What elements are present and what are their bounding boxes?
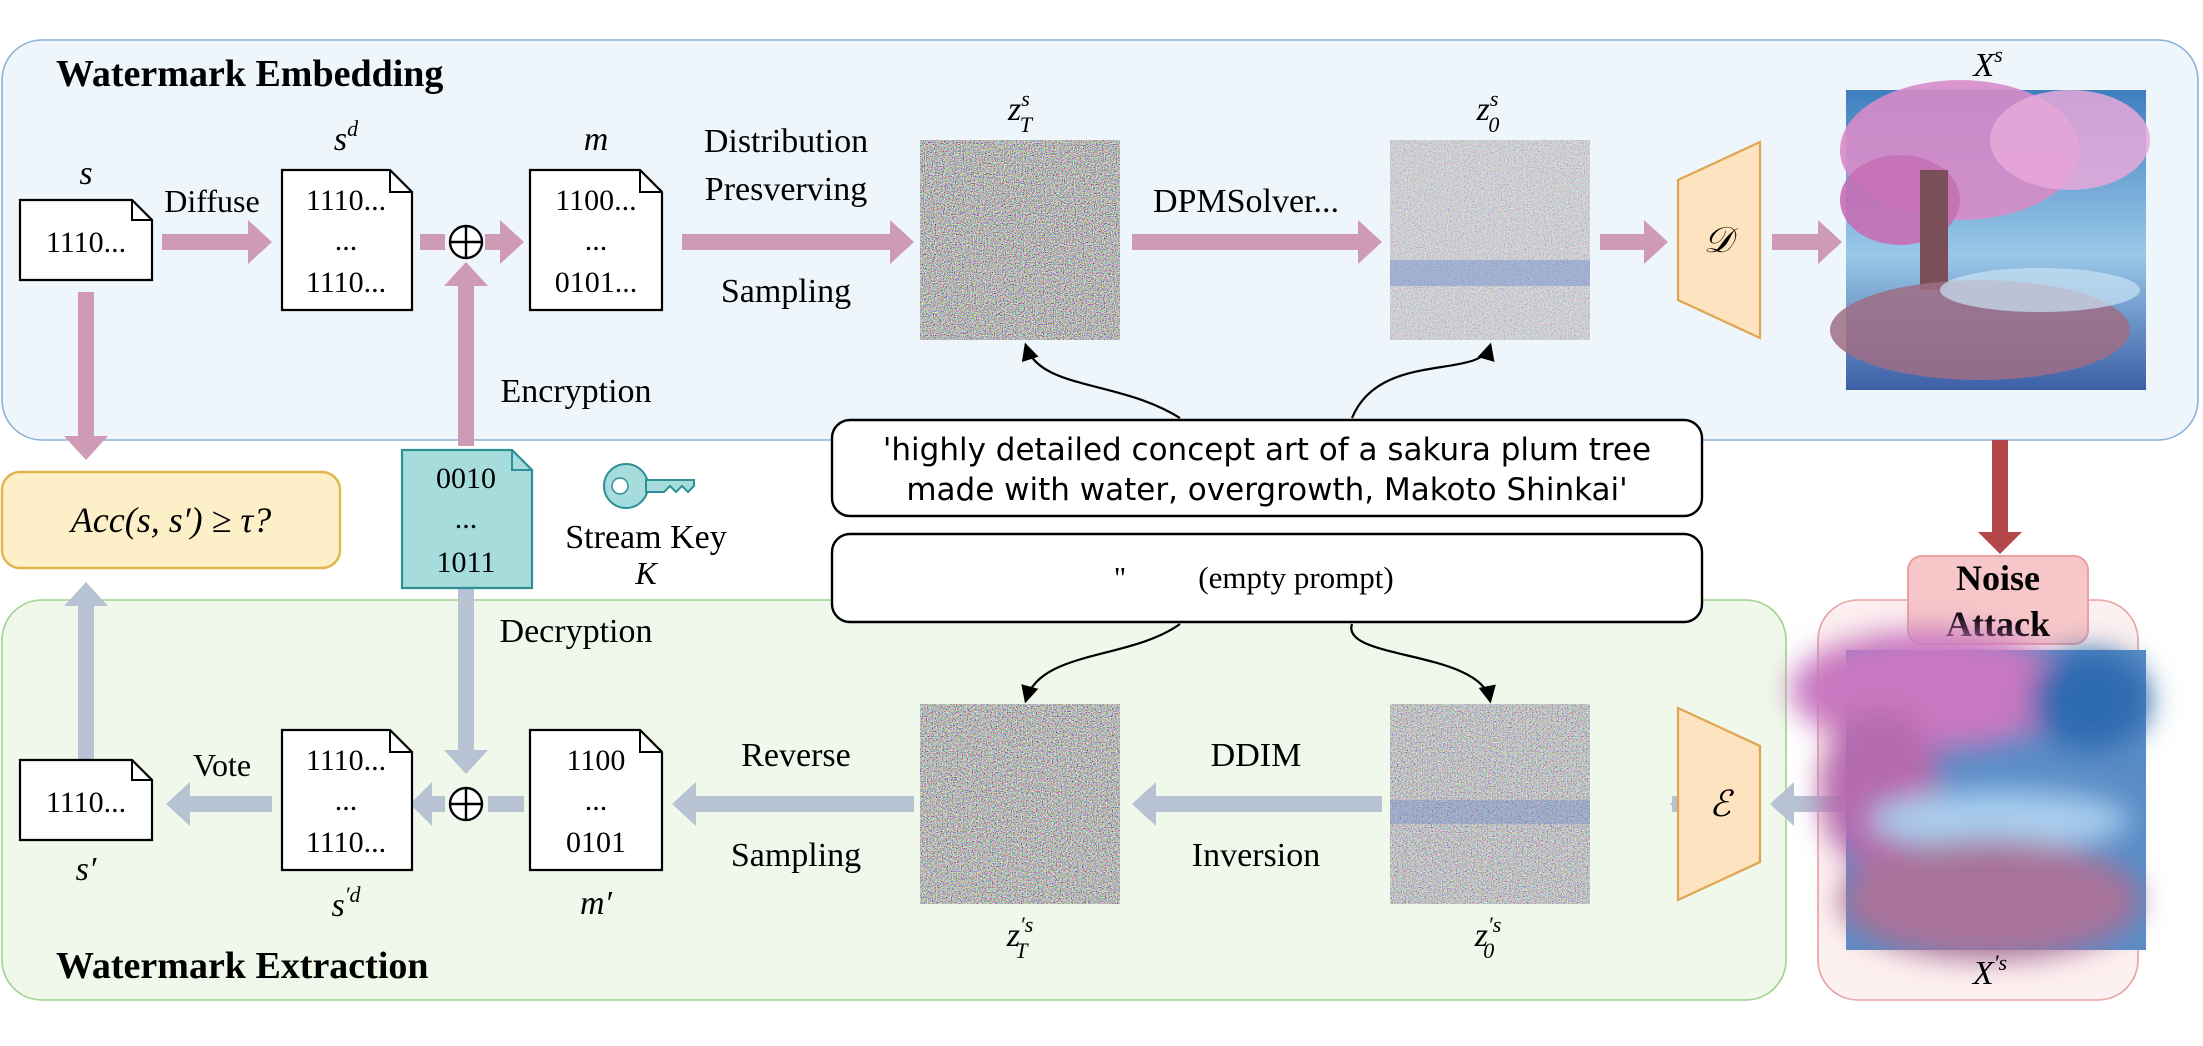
m-line-3: 0101... [555,266,638,299]
stream-key-document: 0010 ... 1011 [400,448,534,590]
encoder-block: ℰ [1676,706,1762,902]
key-line-2: ... [455,502,478,535]
mp-label: m′ [580,885,613,922]
prompt-arrow-to-z0p [1350,623,1496,704]
sdp-document: 1110... ... 1110... [280,728,414,872]
reverse-line-2: Sampling [731,837,861,874]
s-label: s [79,155,92,192]
prompt-arrow-to-zT [1021,342,1181,419]
encryption-label: Encryption [500,373,651,410]
sd-line-3: 1110... [306,266,386,299]
key-k-label: K [634,555,658,591]
arrow-image-to-encoder [1770,782,1842,826]
sdp-line-1: 1110... [306,744,386,777]
sd-label: sd [334,116,359,158]
mp-line-3: 0101 [566,826,626,859]
noise-attack-line-1: Noise [1956,558,2040,598]
stream-key-label: Stream Key [565,519,726,556]
accuracy-check-box: Acc(s, s′) ≥ τ? [0,470,342,570]
sd-document: 1110... ... 1110... [280,168,414,312]
sampling-line-1: Distribution [704,123,868,160]
prompt-arrow-to-zTp [1021,623,1181,704]
key-line-1: 0010 [436,462,496,495]
vote-label: Vote [193,747,251,783]
xor-extract-icon [448,786,484,822]
xps-label: X′s [1971,950,2007,992]
m-document: 1100... ... 0101... [528,168,664,312]
arrow-xor-to-m [485,220,524,264]
decryption-label: Decryption [500,613,653,650]
key-icon [603,463,695,509]
zT-noise-image [920,140,1120,340]
s-document: 1110... [18,198,154,282]
arrow-sp-up [64,582,108,760]
accuracy-check-text: Acc(s, s′) ≥ τ? [69,500,271,540]
mp-line-2: ... [585,784,608,817]
zTp-noise-image [920,704,1120,904]
m-line-2: ... [585,224,608,257]
xor-embed-icon [448,224,484,260]
arrow-vote [166,782,272,826]
m-label: m [584,121,609,158]
empty-prompt-quote: '' [1114,560,1125,595]
arrow-m-to-xor [488,796,524,812]
solver-label: DPMSolver... [1153,183,1339,220]
sdp-label: s′d [331,882,361,924]
arrow-diffuse [162,220,272,264]
arrow-sampling [682,220,914,264]
m-line-1: 1100... [555,184,636,217]
decoder-block: 𝒟 [1676,140,1762,340]
arrow-solver [1132,220,1382,264]
encoder-symbol: ℰ [1709,784,1734,824]
sp-value: 1110... [46,786,126,819]
mp-document: 1100 ... 0101 [528,728,664,872]
text-prompt-line-2: made with water, overgrowth, Makoto Shin… [906,472,1627,508]
arrow-noise-attack [1978,440,2022,554]
s-value: 1110... [46,226,126,259]
text-prompt-line-1: 'highly detailed concept art of a sakura… [883,432,1651,468]
reverse-line-1: Reverse [741,737,851,774]
sd-line-1: 1110... [306,184,386,217]
arrow-decoder-to-image [1772,220,1842,264]
sp-document: 1110... [18,758,154,842]
mp-line-1: 1100 [567,744,626,777]
ddim-line-1: DDIM [1211,737,1302,774]
empty-prompt-text: (empty prompt) [1198,560,1393,595]
arrow-decryption-down [444,562,488,774]
xs-label: Xs [1971,42,2002,84]
embedding-title: Watermark Embedding [56,53,443,95]
prompt-arrow-to-z0 [1350,342,1495,419]
arrow-s-to-acc [64,292,108,460]
sd-line-2: ... [335,224,358,257]
sampling-line-2: Presverving [705,171,867,208]
sdp-line-3: 1110... [306,826,386,859]
noise-attack-label-box: Noise Attack [1907,555,2089,645]
sampling-line-3: Sampling [721,273,851,310]
attacked-image [1790,630,2150,960]
arrow-encryption-up [444,262,488,446]
key-line-3: 1011 [437,546,496,579]
z0-latent-image [1390,140,1590,340]
watermarked-image [1830,80,2150,390]
extraction-title: Watermark Extraction [56,945,429,987]
prompt-arrows [1021,342,1496,704]
arrow-reverse [672,782,914,826]
sdp-line-2: ... [335,784,358,817]
arrow-to-decoder [1600,220,1668,264]
embedding-arrows [64,220,1842,460]
arrow-to-xor [420,234,445,250]
ddim-line-2: Inversion [1192,837,1320,874]
sp-label: s′ [76,851,97,888]
empty-prompt-box: '' (empty prompt) [830,532,1704,624]
arrow-xor-to-sd [410,782,445,826]
z0p-latent-image [1390,704,1590,904]
diffuse-label: Diffuse [164,183,259,219]
arrow-ddim [1132,782,1382,826]
text-prompt-box: 'highly detailed concept art of a sakura… [830,418,1704,518]
